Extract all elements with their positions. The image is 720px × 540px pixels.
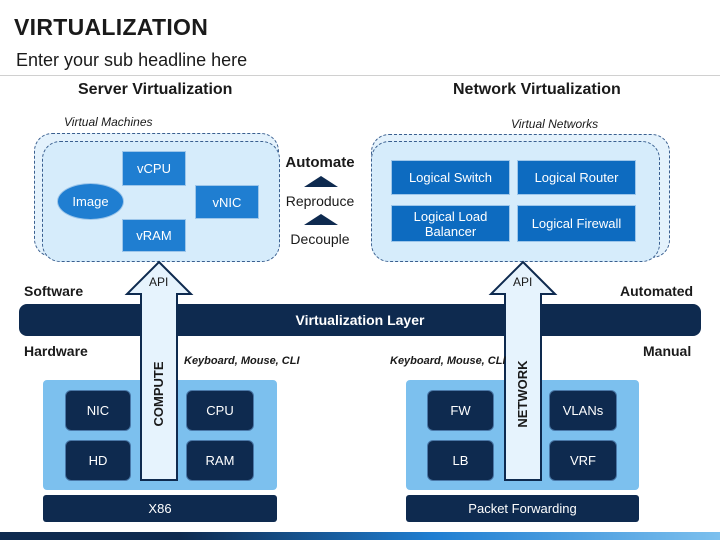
header-divider — [0, 75, 720, 76]
x86-bar: X86 — [43, 495, 277, 522]
network-io-label: Keyboard, Mouse, CLI — [390, 355, 506, 367]
up-arrow-automate-icon — [304, 176, 338, 187]
ram-box: RAM — [186, 440, 254, 481]
vram-box: vRAM — [122, 219, 186, 252]
vlans-box: VLANs — [549, 390, 617, 431]
image-ellipse: Image — [57, 183, 124, 220]
compute-arrow-label: COMPUTE — [151, 361, 166, 427]
page-subtitle: Enter your sub headline here — [16, 50, 248, 70]
software-label: Software — [24, 283, 84, 299]
virtual-networks-label: Virtual Networks — [511, 117, 599, 131]
virtual-machines-label: Virtual Machines — [64, 115, 153, 129]
network-arrow-label: NETWORK — [515, 360, 530, 428]
automate-label: Automate — [285, 154, 355, 171]
up-arrow-reproduce-icon — [304, 214, 338, 225]
reproduce-label: Reproduce — [285, 193, 355, 209]
logical-firewall-box: Logical Firewall — [517, 205, 636, 242]
logical-router-box: Logical Router — [517, 160, 636, 195]
fw-box: FW — [427, 390, 494, 431]
cpu-box: CPU — [186, 390, 254, 431]
network-virtualization-heading: Network Virtualization — [453, 81, 621, 98]
hd-box: HD — [65, 440, 131, 481]
decouple-label: Decouple — [290, 231, 350, 247]
logical-switch-box: Logical Switch — [391, 160, 510, 195]
manual-label: Manual — [643, 343, 692, 359]
page-title: VIRTUALIZATION — [14, 14, 209, 40]
lb-box: LB — [427, 440, 494, 481]
network-api-label: API — [513, 275, 533, 289]
server-virtualization-heading: Server Virtualization — [78, 81, 233, 98]
compute-api-label: API — [149, 275, 169, 289]
vrf-box: VRF — [549, 440, 617, 481]
compute-io-label: Keyboard, Mouse, CLI — [184, 355, 300, 367]
packet-forwarding-bar: Packet Forwarding — [406, 495, 639, 522]
compute-up-arrow-icon — [124, 260, 194, 481]
virtualization-layer-bar: Virtualization Layer — [19, 304, 701, 336]
footer-accent-strip — [0, 532, 720, 540]
logical-load-balancer-box: Logical Load Balancer — [391, 205, 510, 242]
nic-box: NIC — [65, 390, 131, 431]
hardware-label: Hardware — [24, 343, 88, 359]
vcpu-box: vCPU — [122, 151, 186, 186]
automated-label: Automated — [620, 283, 694, 299]
network-up-arrow-icon — [488, 260, 558, 481]
vnic-box: vNIC — [195, 185, 259, 219]
